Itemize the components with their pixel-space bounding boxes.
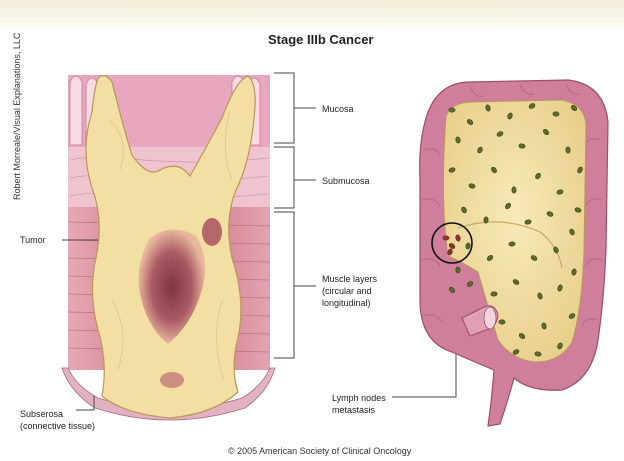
bracket-mucosa <box>274 73 294 143</box>
lymph-node <box>565 147 570 154</box>
lymph-node <box>553 112 560 117</box>
tumor-lower-focus <box>160 372 184 388</box>
lymph-node <box>484 217 489 224</box>
label-lymph-nodes: Lymph nodes metastasis <box>332 392 386 416</box>
colon <box>420 80 608 426</box>
bracket-muscle <box>274 212 294 358</box>
vessel-lumen <box>484 307 496 329</box>
label-muscle-layers: Muscle layers (circular and longitudinal… <box>322 273 377 309</box>
lymph-node <box>512 187 517 193</box>
bracket-submucosa <box>274 147 294 208</box>
metastatic-node <box>443 236 449 240</box>
copyright-notice: © 2005 American Society of Clinical Onco… <box>228 446 411 456</box>
label-mucosa: Mucosa <box>322 103 354 115</box>
lymph-node <box>491 292 498 297</box>
label-tumor: Tumor <box>20 234 46 246</box>
lymph-node <box>449 108 455 112</box>
lymph-node <box>499 320 506 325</box>
tissue-section <box>62 75 275 420</box>
tumor-secondary-focus <box>202 218 222 246</box>
label-submucosa: Submucosa <box>322 175 370 187</box>
label-subserosa: Subserosa (connective tissue) <box>20 408 95 432</box>
